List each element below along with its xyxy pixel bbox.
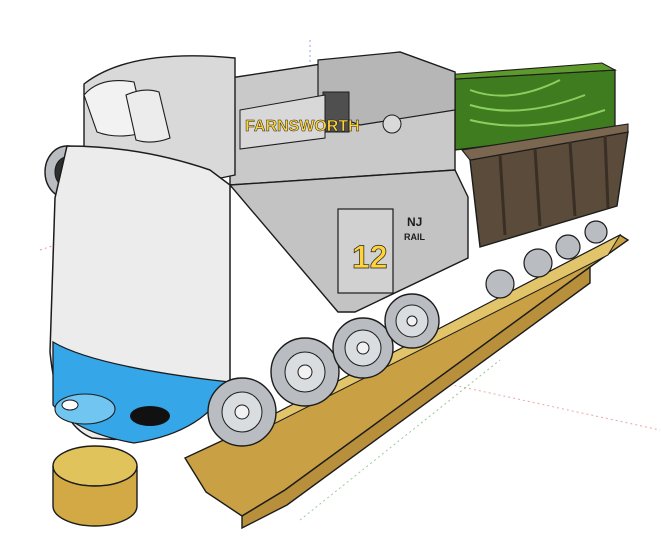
- nameplate-text: FARNSWORTH: [245, 118, 360, 135]
- tender-ribs: [498, 135, 610, 236]
- tender-rim: [460, 123, 629, 161]
- boiler-window-2: [125, 89, 171, 143]
- coal-pattern: [469, 79, 606, 127]
- coupler-hole: [61, 399, 79, 411]
- buffer-log: [52, 465, 138, 527]
- emblem-text: NJ: [407, 215, 422, 229]
- emblem: NJ RAIL: [404, 215, 425, 242]
- number-plate-text: 12: [352, 239, 388, 275]
- emblem-subtext: RAIL: [404, 232, 425, 242]
- front-vent: [130, 406, 170, 426]
- tender[interactable]: [444, 62, 629, 299]
- nameplate-bg: [239, 94, 326, 150]
- wheel: [270, 337, 340, 407]
- wheel: [332, 317, 394, 379]
- wheel: [384, 293, 440, 349]
- coupler: [54, 393, 116, 425]
- drive-wheels: [207, 293, 440, 447]
- tender-wheels: [485, 220, 608, 299]
- cab-light: [382, 114, 402, 134]
- rail-side: [241, 265, 591, 530]
- number-plate: [337, 208, 394, 294]
- wheel: [207, 377, 277, 447]
- locomotive[interactable]: FARNSWORTH 12 NJ RAIL: [44, 51, 469, 447]
- red-axis-line-2: [429, 379, 661, 431]
